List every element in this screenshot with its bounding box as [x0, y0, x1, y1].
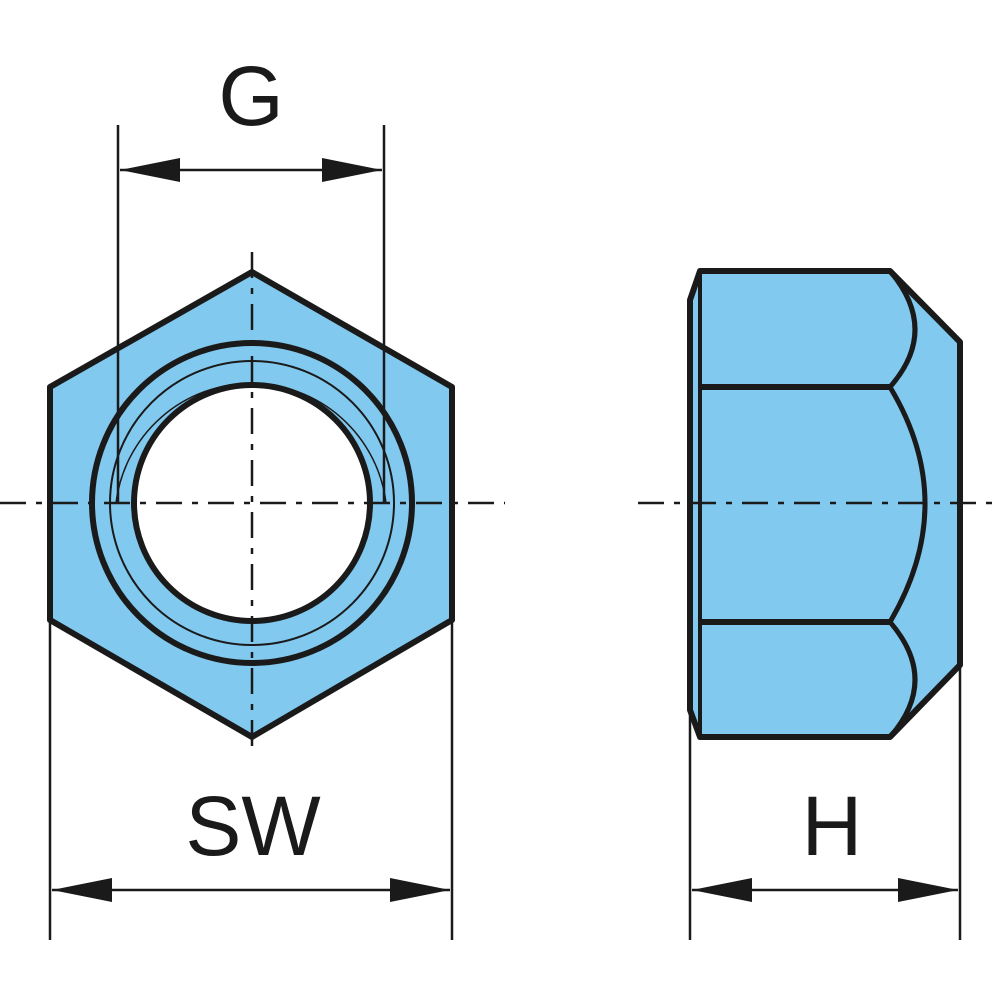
h-label: H — [802, 779, 863, 873]
g-label: G — [218, 49, 283, 143]
sw-dimension: SW — [48, 620, 454, 940]
front-view — [0, 252, 505, 755]
g-dimension: G — [116, 49, 386, 503]
middle-chamfer-arc — [887, 385, 928, 624]
sw-label: SW — [185, 779, 320, 873]
top-chamfer-arc — [888, 269, 918, 389]
side-view — [638, 268, 1000, 740]
bottom-chamfer-arc — [888, 620, 918, 739]
h-dimension: H — [688, 665, 962, 940]
